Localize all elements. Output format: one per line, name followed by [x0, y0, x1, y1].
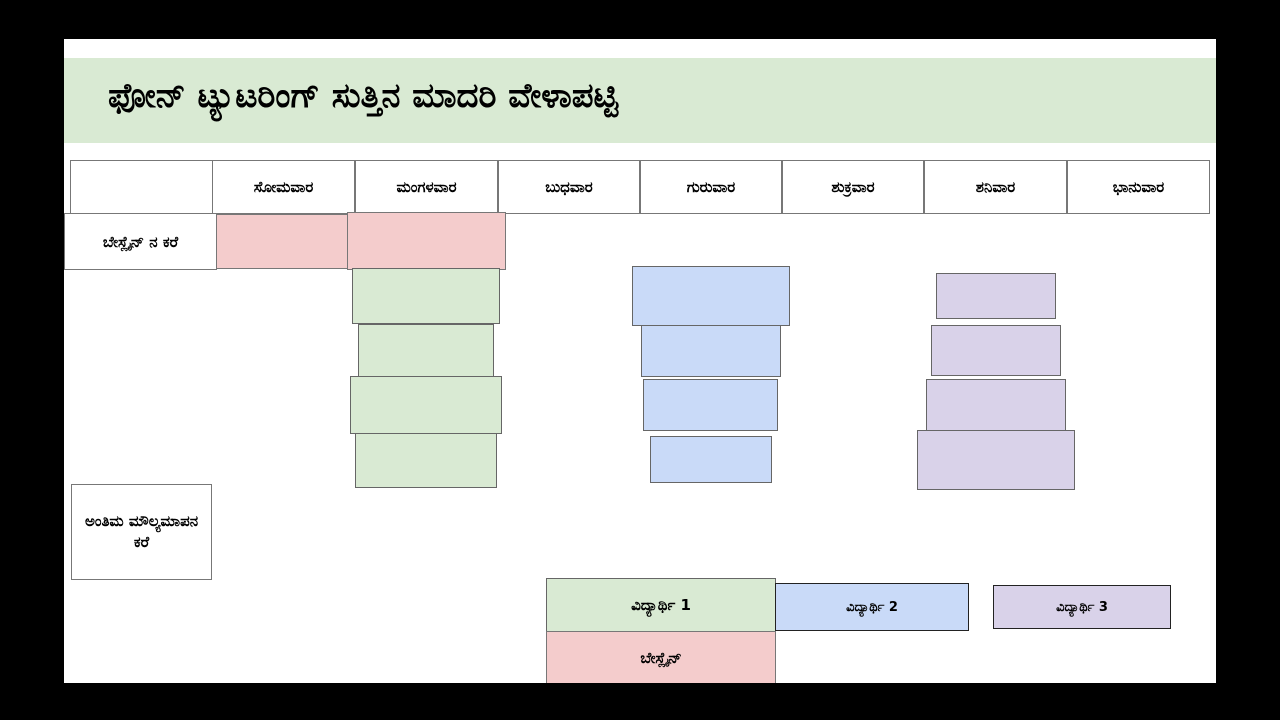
student2-block — [632, 266, 790, 326]
student1-block — [352, 268, 500, 324]
legend-student2: ವಿದ್ಯಾರ್ಥಿ 2 — [775, 583, 969, 631]
day-header-saturday: ಶನಿವಾರ — [924, 160, 1067, 214]
day-header-friday: ಶುಕ್ರವಾರ — [782, 160, 924, 214]
legend-baseline: ಬೇಸ್ಲೈನ್ — [546, 631, 776, 683]
student2-block — [641, 325, 781, 377]
header-corner-cell — [70, 160, 213, 214]
student3-block — [931, 325, 1061, 376]
student2-block — [643, 379, 778, 431]
legend-student1: ವಿದ್ಯಾರ್ಥಿ 1 — [546, 578, 776, 632]
student2-block — [650, 436, 772, 483]
student3-block — [926, 379, 1066, 431]
baseline-block-tuesday — [347, 212, 506, 270]
day-header-wednesday: ಬುಧವಾರ — [498, 160, 640, 214]
day-header-monday: ಸೋಮವಾರ — [212, 160, 355, 214]
student1-block — [350, 376, 502, 434]
title-band: ಫೋನ್ ಟ್ಯುಟರಿಂಗ್ ಸುತ್ತಿನ ಮಾದರಿ ವೇಳಾಪಟ್ಟಿ — [64, 58, 1216, 143]
slide: ಫೋನ್ ಟ್ಯುಟರಿಂಗ್ ಸುತ್ತಿನ ಮಾದರಿ ವೇಳಾಪಟ್ಟಿ … — [64, 39, 1216, 683]
day-header-thursday: ಗುರುವಾರ — [640, 160, 782, 214]
student3-block — [917, 430, 1075, 490]
student1-block — [358, 324, 494, 377]
baseline-block-monday — [216, 214, 348, 269]
student3-block — [936, 273, 1056, 319]
day-header-sunday: ಭಾನುವಾರ — [1067, 160, 1210, 214]
student1-block — [355, 433, 497, 488]
page-title: ಫೋನ್ ಟ್ಯುಟರಿಂಗ್ ಸುತ್ತಿನ ಮಾದರಿ ವೇಳಾಪಟ್ಟಿ — [108, 76, 619, 116]
baseline-call-label: ಬೇಸ್ಲೈನ್ ನ ಕರೆ — [64, 213, 217, 270]
final-assessment-call-label: ಅಂತಿಮ ಮೌಲ್ಯಮಾಪನ ಕರೆ — [71, 484, 212, 580]
legend-student3: ವಿದ್ಯಾರ್ಥಿ 3 — [993, 585, 1171, 629]
day-header-tuesday: ಮಂಗಳವಾರ — [355, 160, 498, 214]
